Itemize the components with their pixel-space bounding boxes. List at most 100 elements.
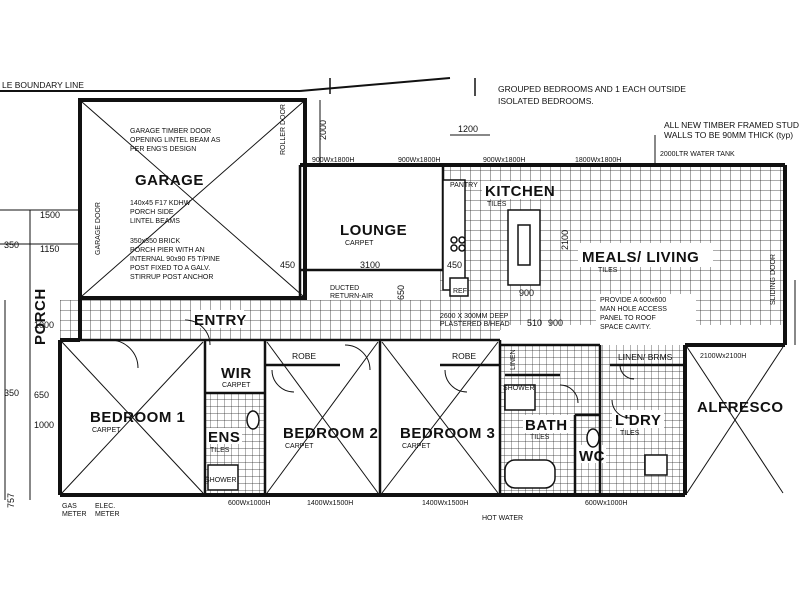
garage-note-11: STIRRUP POST ANCHOR (130, 274, 213, 281)
ensuite-shower: SHOWER (205, 477, 237, 484)
elec-meter-label: METER (95, 511, 120, 518)
dim-1200: 1200 (458, 124, 478, 134)
gas-label: GAS (62, 503, 77, 510)
label-backgrounds (191, 181, 713, 463)
garage-note-9: INTERNAL 90x90 F5 T/PINE (130, 256, 220, 263)
window-6: 1400Wx1500H (307, 500, 353, 507)
dim-510: 510 (527, 318, 542, 328)
garage-label: GARAGE (135, 172, 204, 189)
garage-note-10: POST FIXED TO A GALV. (130, 265, 210, 272)
robe-label-1: ROBE (292, 351, 316, 361)
wc-toilet-icon (586, 428, 600, 448)
bedroom1-label: BEDROOM 1 (90, 409, 185, 426)
garage-note-5: PORCH SIDE (130, 209, 174, 216)
dim-650: 650 (34, 390, 49, 400)
window-9: 2100Wx2100H (700, 353, 746, 360)
bulkhead-line1: 2600 X 300MM DEEP (440, 313, 509, 320)
lounge-floor: CARPET (345, 240, 374, 247)
bath-label: BATH (525, 417, 568, 434)
manhole-line3: PANEL TO ROOF (600, 315, 656, 322)
notes-top-line1: GROUPED BEDROOMS AND 1 EACH OUTSIDE (498, 84, 686, 94)
cooktop-icon (450, 236, 458, 244)
garage-note-6: LINTEL BEAMS (130, 218, 180, 225)
bulkhead-line2: PLASTERED B/HEAD (440, 321, 510, 328)
exterior-walls (58, 98, 787, 497)
garage-void-lines (81, 101, 304, 297)
ensuite-label: ENS (208, 429, 240, 446)
garage-note-2: OPENING LINTEL BEAM AS (130, 137, 221, 144)
wir-label: WIR (221, 365, 252, 382)
notes-top-line2: ISOLATED BEDROOMS. (498, 96, 594, 106)
window-4: 1800Wx1800H (575, 157, 621, 164)
fridge-space (449, 277, 469, 297)
dim-450-b: 450 (447, 260, 462, 270)
manhole-line2: MAN HOLE ACCESS (600, 306, 667, 313)
alfresco-void-lines (61, 341, 784, 494)
door-swings (109, 319, 635, 419)
dim-900-w: 900 (548, 318, 563, 328)
dim-757: 757 (6, 493, 16, 508)
elec-label: ELEC. (95, 503, 115, 510)
ensuite-shower-base (207, 464, 239, 491)
bedroom3-floor: CARPET (402, 443, 431, 450)
meals-living-label: MEALS/ LIVING (582, 249, 699, 266)
robe-label-2: ROBE (452, 351, 476, 361)
alfresco-label: ALFRESCO (697, 399, 784, 416)
laundry-floor: TILES (620, 430, 640, 437)
pantry-label: PANTRY (450, 182, 478, 189)
window-8: 600Wx1000H (585, 500, 627, 507)
ensuite-floor: TILES (210, 447, 230, 454)
garage-door-label: GARAGE DOOR (95, 202, 102, 255)
stud-note-line2: WALLS TO BE 90MM THICK (typ) (664, 130, 793, 140)
laundry-tub-icon (644, 454, 668, 476)
shower-base (504, 384, 536, 411)
site-boundary (0, 77, 476, 96)
manhole-line1: PROVIDE A 600x600 (600, 297, 666, 304)
hot-water-label: HOT WATER (482, 515, 523, 522)
lounge-label: LOUNGE (340, 222, 407, 239)
window-2: 900Wx1800H (398, 157, 440, 164)
stud-note-line1: ALL NEW TIMBER FRAMED STUD (664, 120, 799, 130)
dim-1500: 1500 (40, 210, 60, 220)
wir-floor: CARPET (222, 382, 251, 389)
bedroom2-label: BEDROOM 2 (283, 425, 378, 442)
entry-label: ENTRY (194, 312, 247, 329)
bathtub-icon (504, 459, 556, 489)
gas-meter-label: METER (62, 511, 87, 518)
bath-floor: TILES (530, 434, 550, 441)
dim-2100: 2100 (560, 230, 570, 250)
garage-note-3: PER ENG'S DESIGN (130, 146, 196, 153)
bedroom2-floor: CARPET (285, 443, 314, 450)
garage-note-7: 350x350 BRICK (130, 238, 181, 245)
roller-door-label: ROLLER DOOR (280, 104, 287, 155)
dim-900: 900 (519, 288, 534, 298)
window-7: 1400Wx1500H (422, 500, 468, 507)
window-5: 600Wx1000H (228, 500, 270, 507)
dim-3100: 3100 (360, 260, 380, 270)
window-1: 900Wx1800H (312, 157, 354, 164)
dim-350-a: 350 (4, 240, 19, 250)
laundry-label: L'DRY (615, 412, 661, 429)
linen-brms-label: LINEN/ BRMS (618, 352, 673, 362)
ref-label: REF (453, 288, 467, 295)
manhole-line4: SPACE CAVITY. (600, 324, 651, 331)
kitchen-fittings (442, 179, 541, 297)
window-3: 900Wx1800H (483, 157, 525, 164)
garage-note-4: 140x45 F17 KDHW (130, 200, 191, 207)
water-tank-label: 2000LTR WATER TANK (660, 151, 735, 158)
bedroom1-floor: CARPET (92, 427, 121, 434)
ducted-line1: DUCTED (330, 285, 359, 292)
dim-1000-a: 1000 (34, 320, 54, 330)
porch-label: PORCH (32, 288, 49, 345)
dim-650-b: 650 (396, 285, 406, 300)
dimension-lines (0, 100, 796, 500)
sliding-door-label: SLIDING DOOR (770, 254, 777, 305)
dim-350-b: 350 (4, 388, 19, 398)
dim-1150: 1150 (40, 244, 59, 254)
bedroom3-label: BEDROOM 3 (400, 425, 495, 442)
linen-label: LINEN (510, 349, 517, 370)
wc-label: WC (579, 448, 605, 465)
